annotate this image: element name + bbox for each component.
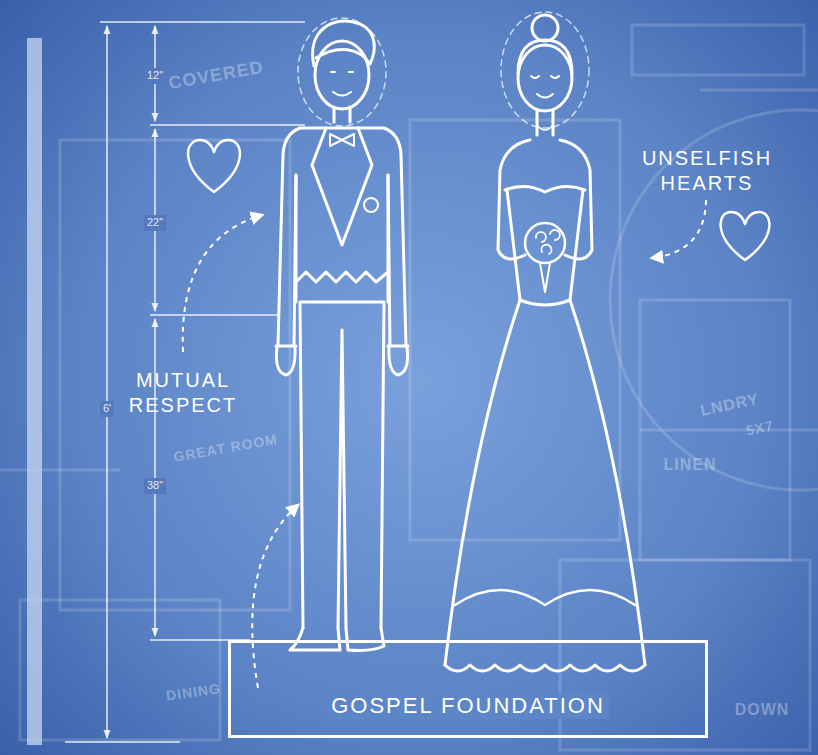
drawing-stroke xyxy=(334,108,350,122)
drawing-stroke xyxy=(188,140,240,192)
drawing-stroke xyxy=(252,505,298,688)
drawing-stroke xyxy=(300,302,384,628)
drawing-stroke xyxy=(296,272,388,282)
drawing-stroke xyxy=(330,134,354,146)
drawing-stroke xyxy=(537,94,553,98)
groom-figure xyxy=(276,18,408,651)
drawing-stroke xyxy=(331,71,353,73)
drawing-stroke xyxy=(445,300,645,665)
watermark-text: LINEN xyxy=(664,455,717,475)
watermark-text: 5X7 xyxy=(745,417,776,440)
foundation-box: GOSPEL FOUNDATION xyxy=(228,640,708,738)
side-strip xyxy=(27,38,42,745)
drawing-stroke xyxy=(298,18,386,126)
drawing-stroke xyxy=(540,263,550,292)
drawing-stroke xyxy=(300,127,384,130)
drawing-stroke xyxy=(455,590,635,605)
watermark-text: DOWN xyxy=(735,700,790,720)
drawing-stroke xyxy=(65,741,180,743)
watermark-text: GREAT ROOM xyxy=(173,431,280,467)
drawing-stroke xyxy=(20,600,220,740)
dimension-label: 22" xyxy=(144,215,166,231)
drawing-stroke xyxy=(560,560,810,750)
callout-label: UNSELFISH HEARTS xyxy=(622,146,792,196)
drawing-stroke xyxy=(721,212,770,260)
watermark-text: LNDRY xyxy=(699,389,761,421)
drawing-stroke xyxy=(525,223,565,263)
drawing-stroke xyxy=(652,200,706,258)
watermark-text: COVERED xyxy=(167,56,265,95)
drawing-stroke xyxy=(501,12,589,128)
drawing-stroke xyxy=(276,347,295,375)
drawing-stroke xyxy=(150,124,305,126)
dimension-label: 6' xyxy=(100,401,114,417)
drawing-stroke xyxy=(632,25,804,75)
drawing-stroke xyxy=(518,45,572,111)
drawing-stroke xyxy=(183,215,262,352)
drawing-stroke xyxy=(536,230,560,254)
dimension-label: 12" xyxy=(144,68,166,84)
drawing-stroke xyxy=(312,128,372,245)
drawing-stroke xyxy=(410,120,620,540)
floor-plan-lines xyxy=(0,25,818,750)
drawing-stroke xyxy=(333,92,351,96)
drawing-stroke xyxy=(60,140,290,610)
box-label: GOSPEL FOUNDATION xyxy=(327,693,609,719)
drawing-stroke xyxy=(290,628,340,650)
drawing-stroke xyxy=(505,186,585,192)
drawing-stroke xyxy=(532,15,558,41)
drawing-stroke xyxy=(315,41,369,109)
dimension-label: 38" xyxy=(144,478,166,494)
drawing-stroke xyxy=(445,665,645,671)
drawing-stroke xyxy=(364,198,378,212)
drawing-stroke xyxy=(106,26,108,738)
drawing-stroke xyxy=(640,429,818,432)
drawing-stroke xyxy=(700,89,818,92)
callout-label: MUTUAL RESPECT xyxy=(113,368,253,418)
watermark-text: DINING xyxy=(165,680,222,705)
drawing-stroke xyxy=(389,347,408,375)
bride-figure xyxy=(445,12,645,671)
drawing-stroke xyxy=(537,110,553,135)
drawing-stroke xyxy=(0,469,120,472)
drawing-stroke xyxy=(537,125,553,130)
dimension-lines xyxy=(65,22,305,742)
drawing-stroke xyxy=(507,190,583,305)
drawing-stroke xyxy=(150,314,280,316)
drawing-stroke xyxy=(296,175,388,302)
drawing-stroke xyxy=(100,21,305,23)
drawing-stroke xyxy=(531,76,559,78)
